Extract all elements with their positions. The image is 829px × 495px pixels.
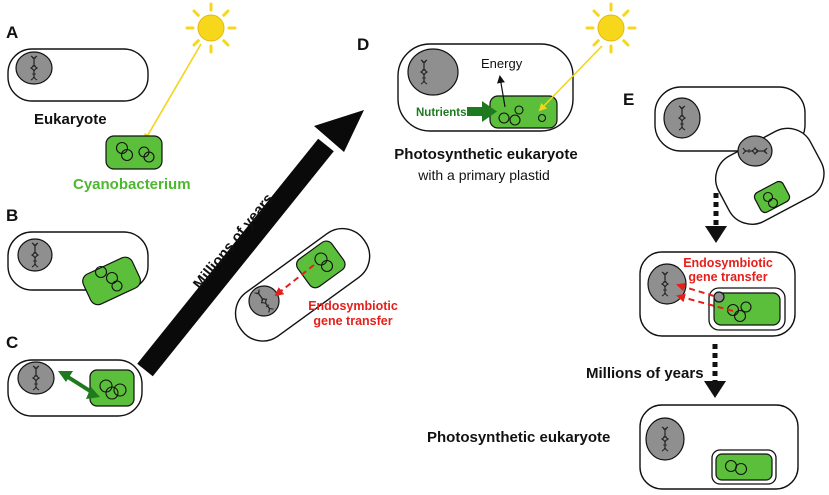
exchange-arrow — [58, 371, 100, 399]
thylakoid-circle — [733, 309, 747, 323]
panel-letter-e: E — [623, 90, 634, 109]
photosynthetic-eukaryote-title-d: Photosynthetic eukaryote — [394, 146, 577, 163]
cyanobacterium-label: Cyanobacterium — [73, 176, 191, 193]
thylakoid-circle — [740, 301, 752, 313]
energy-label: Energy — [481, 56, 523, 71]
nucleus-d — [407, 48, 459, 96]
eukaryote-label: Eukaryote — [34, 111, 107, 128]
dashed-arrow-icon — [705, 193, 727, 243]
secondary-plastid-final — [715, 453, 773, 481]
thylakoid-circle — [105, 386, 119, 400]
thylakoid-circle — [94, 265, 108, 279]
thylakoid-circle — [314, 252, 328, 266]
thylakoid-circle — [762, 191, 774, 203]
sun-icon — [185, 2, 237, 54]
nucleus-a — [15, 51, 53, 85]
gene-transfer-label-e-1: Endosymbiotic — [683, 256, 773, 270]
nucleus-b — [17, 238, 53, 272]
cyanobacterium-b — [82, 256, 141, 306]
thylakoid-circle — [767, 197, 779, 209]
gene-transfer-label-center-1: Endosymbiotic — [308, 299, 398, 313]
nucleus-intermediate — [248, 285, 280, 317]
millions-of-years-label-e: Millions of years — [586, 365, 704, 382]
cyanobacterium-intermediate — [296, 240, 346, 289]
thylakoid-circle — [113, 383, 127, 397]
thylakoid-circle — [734, 462, 748, 476]
sun-icon — [585, 2, 637, 54]
nutrients-arrow — [467, 101, 497, 122]
thylakoid-circle — [111, 280, 123, 292]
thylakoid-circle — [143, 151, 155, 163]
big-arrow-icon — [137, 110, 364, 377]
nucleus-e-host — [663, 97, 701, 139]
plastid-d — [489, 95, 558, 129]
gene-transfer-label-e-2: gene transfer — [688, 270, 767, 284]
thylakoid-circle — [105, 271, 119, 285]
cyanobacterium-a — [105, 135, 163, 170]
primary-plastid-subtitle: with a primary plastid — [417, 167, 550, 183]
thylakoid-circle — [509, 114, 521, 126]
thylakoid-circle — [514, 105, 524, 115]
nucleus-e-final — [645, 417, 685, 461]
light-ray-d — [538, 45, 603, 112]
thylakoid-circle — [120, 148, 134, 162]
gene-transfer-label-center-2: gene transfer — [313, 314, 392, 328]
millions-of-years-label-center: Millions of years — [190, 190, 277, 292]
panel-letter-b: B — [6, 206, 18, 225]
thylakoid-circle — [498, 112, 510, 124]
nutrients-label: Nutrients — [416, 107, 466, 119]
dashed-arrow-icon — [704, 344, 726, 398]
nucleus-e-prey — [737, 135, 773, 167]
nucleus-c — [17, 361, 55, 395]
panel-letter-d: D — [357, 35, 369, 54]
panel-letter-a: A — [6, 23, 18, 42]
thylakoid-circle — [537, 113, 547, 123]
thylakoid-circle — [320, 259, 334, 273]
dashed-arrow-icon — [676, 282, 715, 297]
secondary-plastid — [713, 292, 781, 326]
photosynthetic-eukaryote-label-e: Photosynthetic eukaryote — [427, 429, 610, 446]
light-ray-a — [143, 43, 202, 142]
dashed-arrow-icon — [274, 264, 315, 297]
panel-letter-c: C — [6, 333, 18, 352]
nucleomorph — [713, 291, 725, 303]
energy-arrow — [497, 75, 506, 108]
